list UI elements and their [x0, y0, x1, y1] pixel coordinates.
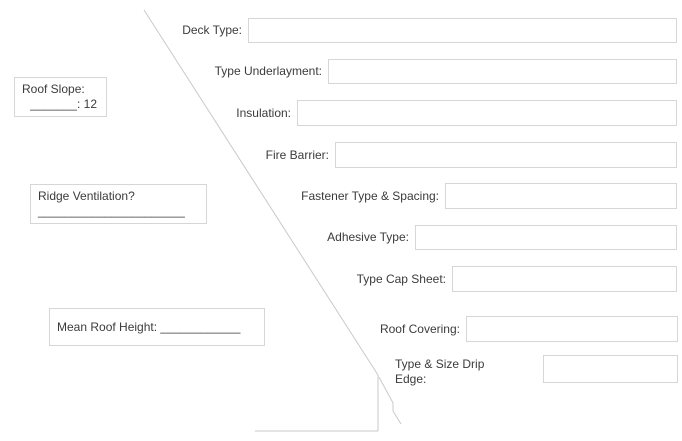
adhesive-type-input[interactable] [415, 225, 677, 250]
ridge-ventilation-note: Ridge Ventilation? _____________________… [30, 184, 207, 224]
roof-slope-note-blank: _______: 12 [30, 97, 97, 111]
type-cap-sheet-input[interactable] [452, 266, 677, 292]
fastener-type-spacing-label: Fastener Type & Spacing: [301, 189, 439, 203]
adhesive-type-label: Adhesive Type: [327, 230, 409, 244]
ridge-ventilation-note-blank: ______________________ [38, 204, 185, 218]
eave-underside-line [378, 376, 394, 404]
roof-slope-line [143, 9, 379, 376]
insulation-input[interactable] [297, 100, 677, 126]
roof-slope-note: Roof Slope: _______: 12 [14, 77, 107, 117]
type-underlayment-label: Type Underlayment: [214, 64, 322, 78]
drip-edge-kick-line [392, 410, 402, 425]
roof-covering-input[interactable] [466, 316, 678, 342]
type-underlayment-input[interactable] [328, 59, 677, 84]
mean-roof-height-note: Mean Roof Height: ____________ [49, 308, 265, 346]
ridge-ventilation-note-title: Ridge Ventilation? [38, 189, 135, 203]
insulation-label: Insulation: [236, 106, 291, 120]
type-cap-sheet-label: Type Cap Sheet: [356, 272, 446, 286]
drip-edge-label: Type & Size Drip Edge: [395, 357, 485, 386]
deck-type-input[interactable] [248, 18, 677, 43]
roof-slope-note-title: Roof Slope: [22, 82, 85, 96]
roof-covering-label: Roof Covering: [379, 322, 460, 336]
deck-type-label: Deck Type: [182, 23, 242, 37]
fire-barrier-input[interactable] [335, 142, 677, 168]
fire-barrier-label: Fire Barrier: [265, 148, 329, 162]
drip-edge-input[interactable] [543, 355, 678, 383]
fastener-type-spacing-input[interactable] [445, 183, 677, 209]
mean-roof-height-note-text: Mean Roof Height: ____________ [57, 319, 241, 334]
